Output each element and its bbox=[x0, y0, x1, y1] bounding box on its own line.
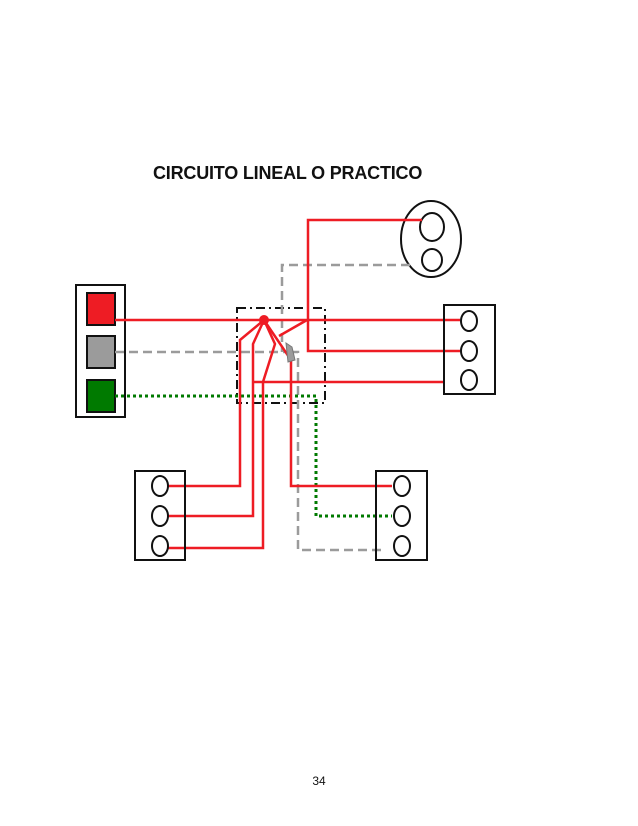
page-title: CIRCUITO LINEAL O PRACTICO bbox=[153, 163, 423, 183]
neutral-wires bbox=[115, 263, 410, 552]
live-wire-outlet-left-3 bbox=[159, 319, 277, 550]
live-wires bbox=[115, 218, 460, 550]
lamp-fixture bbox=[400, 200, 462, 278]
live-wire-outlet-right bbox=[262, 319, 392, 488]
live-terminal-red bbox=[86, 292, 116, 326]
outlet-block-right-box bbox=[375, 470, 428, 561]
outlet-block-left-box bbox=[134, 470, 186, 561]
junction-dot bbox=[259, 315, 269, 325]
switch-terminal-1 bbox=[460, 310, 478, 332]
outlet-block-left bbox=[134, 470, 186, 561]
power-source-box bbox=[75, 284, 126, 418]
outlet-right-terminal-1 bbox=[393, 475, 411, 497]
live-wire-switch-leg bbox=[278, 318, 308, 338]
live-wire-outlet-left-2 bbox=[159, 319, 266, 518]
lamp-socket-bottom bbox=[421, 248, 443, 272]
live-wire-outlet-left-1 bbox=[159, 319, 265, 488]
ground-wire bbox=[115, 394, 392, 518]
lamp-outline bbox=[400, 200, 462, 278]
switch-contact bbox=[285, 341, 296, 363]
ground-terminal-green bbox=[86, 379, 116, 413]
page-number: 34 bbox=[312, 774, 326, 788]
lamp-socket-top bbox=[419, 212, 445, 242]
neutral-wire-lamp bbox=[280, 263, 410, 352]
live-wire-lamp-return bbox=[306, 218, 460, 353]
neutral-wire-outlet-right bbox=[290, 350, 385, 552]
outlet-left-terminal-1 bbox=[151, 475, 169, 497]
neutral-terminal-gray bbox=[86, 335, 116, 369]
switch-block-right bbox=[443, 304, 496, 395]
ground-wires bbox=[115, 394, 392, 518]
switch-block-right-box bbox=[443, 304, 496, 395]
outlet-block-right bbox=[375, 470, 428, 561]
switch-terminal-3 bbox=[460, 369, 478, 391]
switch-terminal-2 bbox=[460, 340, 478, 362]
power-source-panel bbox=[75, 284, 126, 418]
outlet-left-terminal-2 bbox=[151, 505, 169, 527]
outlet-left-terminal-3 bbox=[151, 535, 169, 557]
outlet-right-terminal-2 bbox=[393, 505, 411, 527]
outlet-right-terminal-3 bbox=[393, 535, 411, 557]
